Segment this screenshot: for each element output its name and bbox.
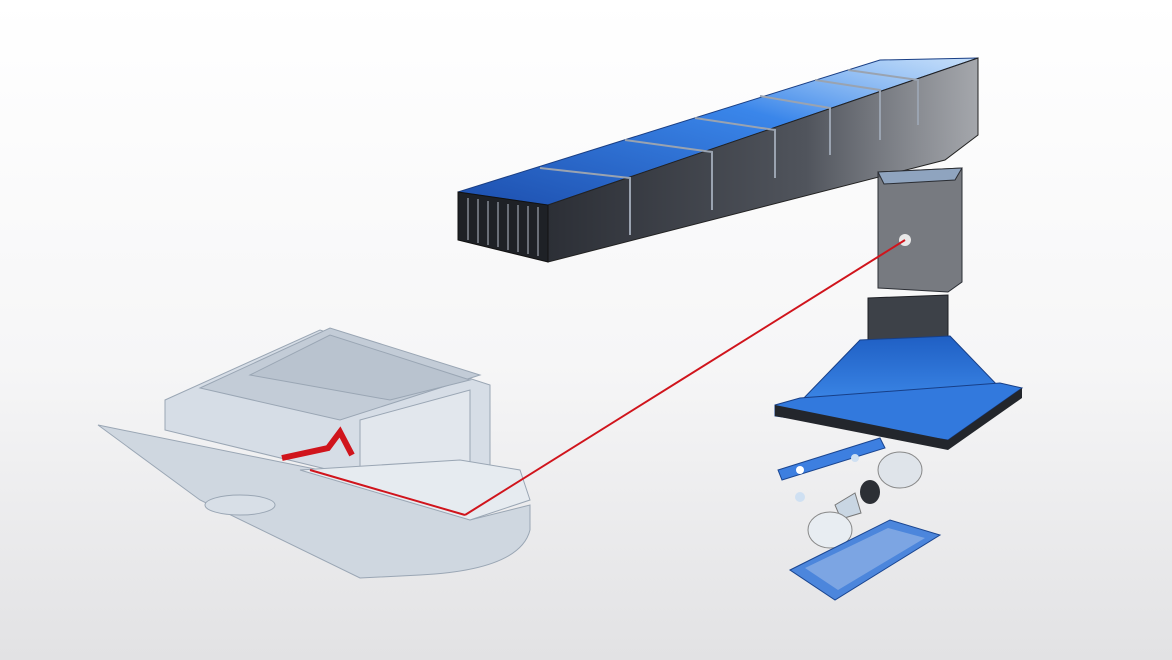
houseboat-model <box>97 327 531 579</box>
horizontal-duct <box>457 57 979 263</box>
location-highlight <box>281 239 906 516</box>
vertical-duct-section <box>877 167 963 293</box>
exhaust-hood <box>774 294 1024 450</box>
fan-motor-parts <box>777 437 942 601</box>
duct-grille-icon <box>467 198 539 256</box>
duct-joints <box>539 69 919 235</box>
leader-line <box>464 239 906 516</box>
